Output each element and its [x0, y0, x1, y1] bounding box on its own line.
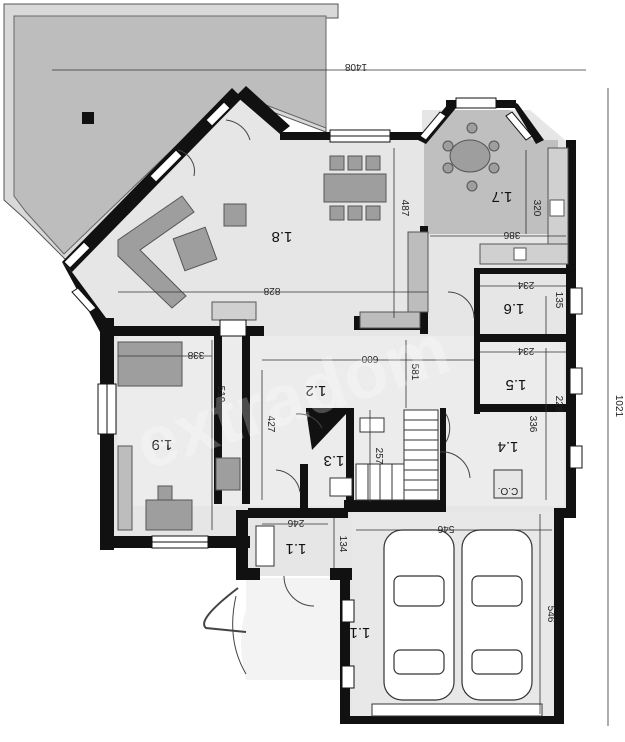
office-desk [145, 499, 193, 531]
dim-vestibule-height: 134 [337, 536, 348, 553]
room-labels: 1.8 1.7 1.6 1.5 1.4 1.2 1.3 1.9 1.1 1.1 … [152, 188, 527, 641]
kitchen-counter-side [547, 147, 569, 245]
dim-room15-height: 228 [553, 396, 564, 413]
dim-room14-height: 336 [527, 416, 538, 433]
room-label-1-1: 1.1 [286, 540, 307, 557]
doors [177, 119, 475, 675]
room-label-1-3: 1.3 [324, 452, 345, 469]
armchair [172, 226, 218, 272]
dim-dining-depth: 320 [531, 200, 542, 217]
dim-overall-height: 1021 [613, 395, 624, 418]
dim-garage-width: 546 [437, 523, 454, 534]
room-label-garage: 1.1 [350, 624, 371, 641]
dim-garage-height: 546 [545, 606, 556, 623]
office-bed [117, 341, 183, 387]
room-label-1-8: 1.8 [272, 228, 293, 245]
terrace [3, 3, 339, 261]
dim-vestibule-width: 246 [287, 517, 304, 528]
dimension-texts: 1408 1021 828 487 386 320 234 135 234 22… [187, 61, 624, 623]
dim-office-width: 338 [187, 349, 204, 360]
room-label-1-4: 1.4 [498, 438, 519, 455]
dim-room15-width: 234 [517, 345, 534, 356]
dim-dining-width: 386 [503, 229, 520, 240]
dim-living-depth: 487 [399, 200, 410, 217]
dim-hall-width: 600 [361, 353, 378, 364]
dimension-lines [52, 69, 609, 726]
dim-room16-height: 135 [553, 292, 564, 309]
dim-hall-height: 581 [409, 364, 420, 381]
cars [383, 529, 533, 701]
side-chair [223, 203, 247, 227]
furniture [117, 122, 569, 567]
walls [62, 86, 576, 724]
staircase [355, 409, 439, 501]
boiler [493, 469, 523, 499]
room-label-1-5: 1.5 [506, 376, 527, 393]
boiler-label: C.O. [498, 485, 519, 496]
terrace-post [82, 112, 94, 124]
windows [63, 97, 583, 689]
room-label-1-7: 1.7 [492, 188, 513, 205]
dim-hall-left-height: 427 [265, 416, 276, 433]
dim-overall-width: 1408 [344, 61, 367, 72]
room-label-1-6: 1.6 [504, 300, 525, 317]
office-chair [215, 457, 241, 491]
dining-floor-shade [424, 140, 558, 234]
dim-office-height: 519 [215, 386, 226, 403]
dim-wc-height: 257 [373, 448, 384, 465]
dim-living-width: 828 [263, 285, 280, 296]
round-dining-table [449, 139, 491, 173]
room-label-1-2: 1.2 [306, 382, 327, 399]
garage-door [371, 703, 543, 717]
room-label-1-9: 1.9 [152, 436, 173, 453]
dim-room16-width: 234 [517, 279, 534, 290]
dining-table [323, 173, 387, 203]
porch [241, 578, 340, 680]
corner-sofa [117, 195, 195, 309]
